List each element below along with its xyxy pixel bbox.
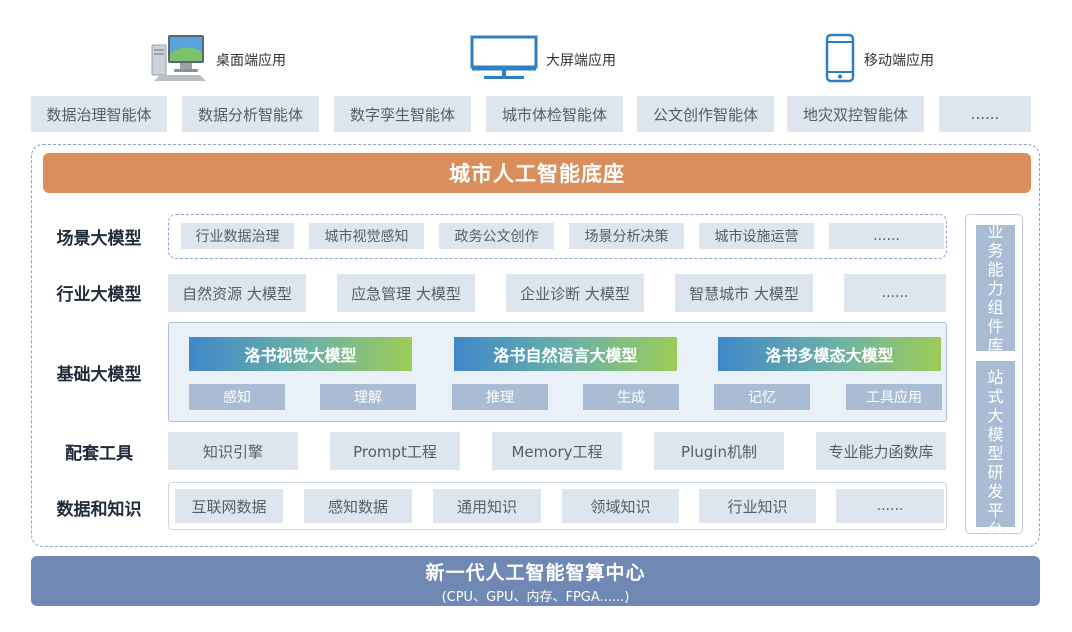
data-item: 行业知识 [699,489,816,523]
model-sub-capability: 理解 [320,384,416,410]
industry-item: 自然资源 大模型 [168,274,306,312]
model-multimodal: 洛书多模态大模型 [718,337,941,371]
model-vision: 洛书视觉大模型 [189,337,412,371]
agent-data-analysis: 数据分析智能体 [182,96,319,132]
monitor-icon [470,35,538,85]
tool-item: Prompt工程 [330,432,460,470]
ai-foundation-frame [31,144,1040,547]
agent-digital-twin: 数字孪生智能体 [334,96,471,132]
desktop-computer-icon [150,33,208,87]
tool-item: 知识引擎 [168,432,298,470]
data-item: 感知数据 [304,489,412,523]
row-label-tools: 配套工具 [65,443,133,464]
agent-city-inspection: 城市体检智能体 [486,96,623,132]
scene-item: 场景分析决策 [569,223,684,249]
data-item: 互联网数据 [175,489,283,523]
data-item: 通用知识 [433,489,541,523]
side-rnd-platform: 一站式大模型研发平台 [976,349,1015,539]
data-item: ...... [836,489,944,523]
scene-models-frame [168,214,947,259]
agent-document-writing: 公文创作智能体 [637,96,774,132]
scene-item: 城市设施运营 [699,223,814,249]
agent-more: ...... [939,96,1031,132]
agent-data-governance: 数据治理智能体 [31,96,167,132]
data-knowledge-frame [168,482,947,530]
ai-foundation-banner: 城市人工智能底座 [43,153,1031,193]
model-sub-capability: 记忆 [714,384,810,410]
row-label-data: 数据和知识 [56,499,142,520]
industry-item: 智慧城市 大模型 [675,274,813,312]
device-label-big-screen: 大屏端应用 [546,53,616,69]
compute-center-bar: 新一代人工智能智算中心 (CPU、GPU、内存、FPGA......) [31,556,1040,606]
model-sub-capability: 推理 [452,384,548,410]
device-mobile: 移动端应用 [824,33,934,87]
device-big-screen: 大屏端应用 [470,35,616,85]
scene-item: 城市视觉感知 [309,223,424,249]
compute-center-title: 新一代人工智能智算中心 [425,561,646,584]
device-label-mobile: 移动端应用 [864,53,934,69]
industry-item: 企业诊断 大模型 [506,274,644,312]
agent-disaster-control: 地灾双控智能体 [787,96,924,132]
side-component-library: 业务能力组件库 [976,222,1015,355]
side-label: 业务能力组件库 [987,221,1004,355]
device-desktop: 桌面端应用 [150,33,286,87]
device-label-desktop: 桌面端应用 [216,53,286,69]
tool-item: Memory工程 [492,432,622,470]
side-label: 一站式大模型研发平台 [987,349,1004,539]
model-sub-capability: 生成 [583,384,679,410]
industry-item: ...... [844,274,946,312]
row-label-base: 基础大模型 [56,364,142,385]
model-sub-capability: 感知 [189,384,285,410]
tool-item: Plugin机制 [654,432,784,470]
mobile-phone-icon [824,33,856,87]
model-nlp: 洛书自然语言大模型 [454,337,677,371]
tool-item: 专业能力函数库 [816,432,946,470]
scene-item: 政务公文创作 [439,223,554,249]
industry-item: 应急管理 大模型 [337,274,475,312]
row-label-industry: 行业大模型 [56,284,142,305]
row-label-scene: 场景大模型 [56,228,142,249]
model-sub-capability: 工具应用 [846,384,942,410]
scene-item: 行业数据治理 [181,223,294,249]
scene-item: ...... [829,223,944,249]
data-item: 领域知识 [562,489,679,523]
compute-center-subtitle: (CPU、GPU、内存、FPGA......) [441,589,630,605]
